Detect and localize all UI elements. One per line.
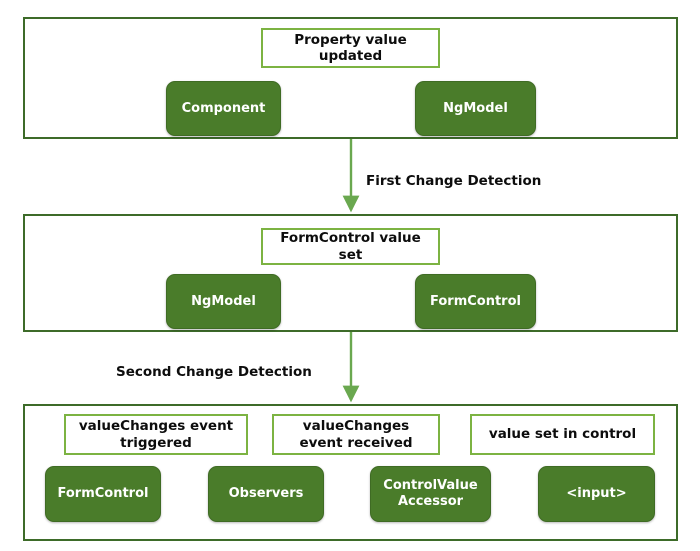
node-ngmodel-stage2: NgModel bbox=[166, 274, 281, 329]
node-component: Component bbox=[166, 81, 281, 136]
node-observers: Observers bbox=[208, 466, 324, 522]
node-controlvalueaccessor: ControlValue Accessor bbox=[370, 466, 491, 522]
caption-valuechanges-triggered: valueChanges event triggered bbox=[64, 414, 248, 455]
caption-valuechanges-received: valueChanges event received bbox=[272, 414, 440, 455]
node-formcontrol-stage3: FormControl bbox=[45, 466, 161, 522]
caption-formcontrol-value-set: FormControl value set bbox=[261, 228, 440, 265]
node-formcontrol-stage2: FormControl bbox=[415, 274, 536, 329]
caption-value-set-in-control: value set in control bbox=[470, 414, 655, 455]
node-ngmodel-stage1: NgModel bbox=[415, 81, 536, 136]
label-second-change-detection: Second Change Detection bbox=[116, 364, 312, 380]
node-input: <input> bbox=[538, 466, 655, 522]
caption-property-value-updated: Property value updated bbox=[261, 28, 440, 68]
label-first-change-detection: First Change Detection bbox=[366, 173, 542, 189]
